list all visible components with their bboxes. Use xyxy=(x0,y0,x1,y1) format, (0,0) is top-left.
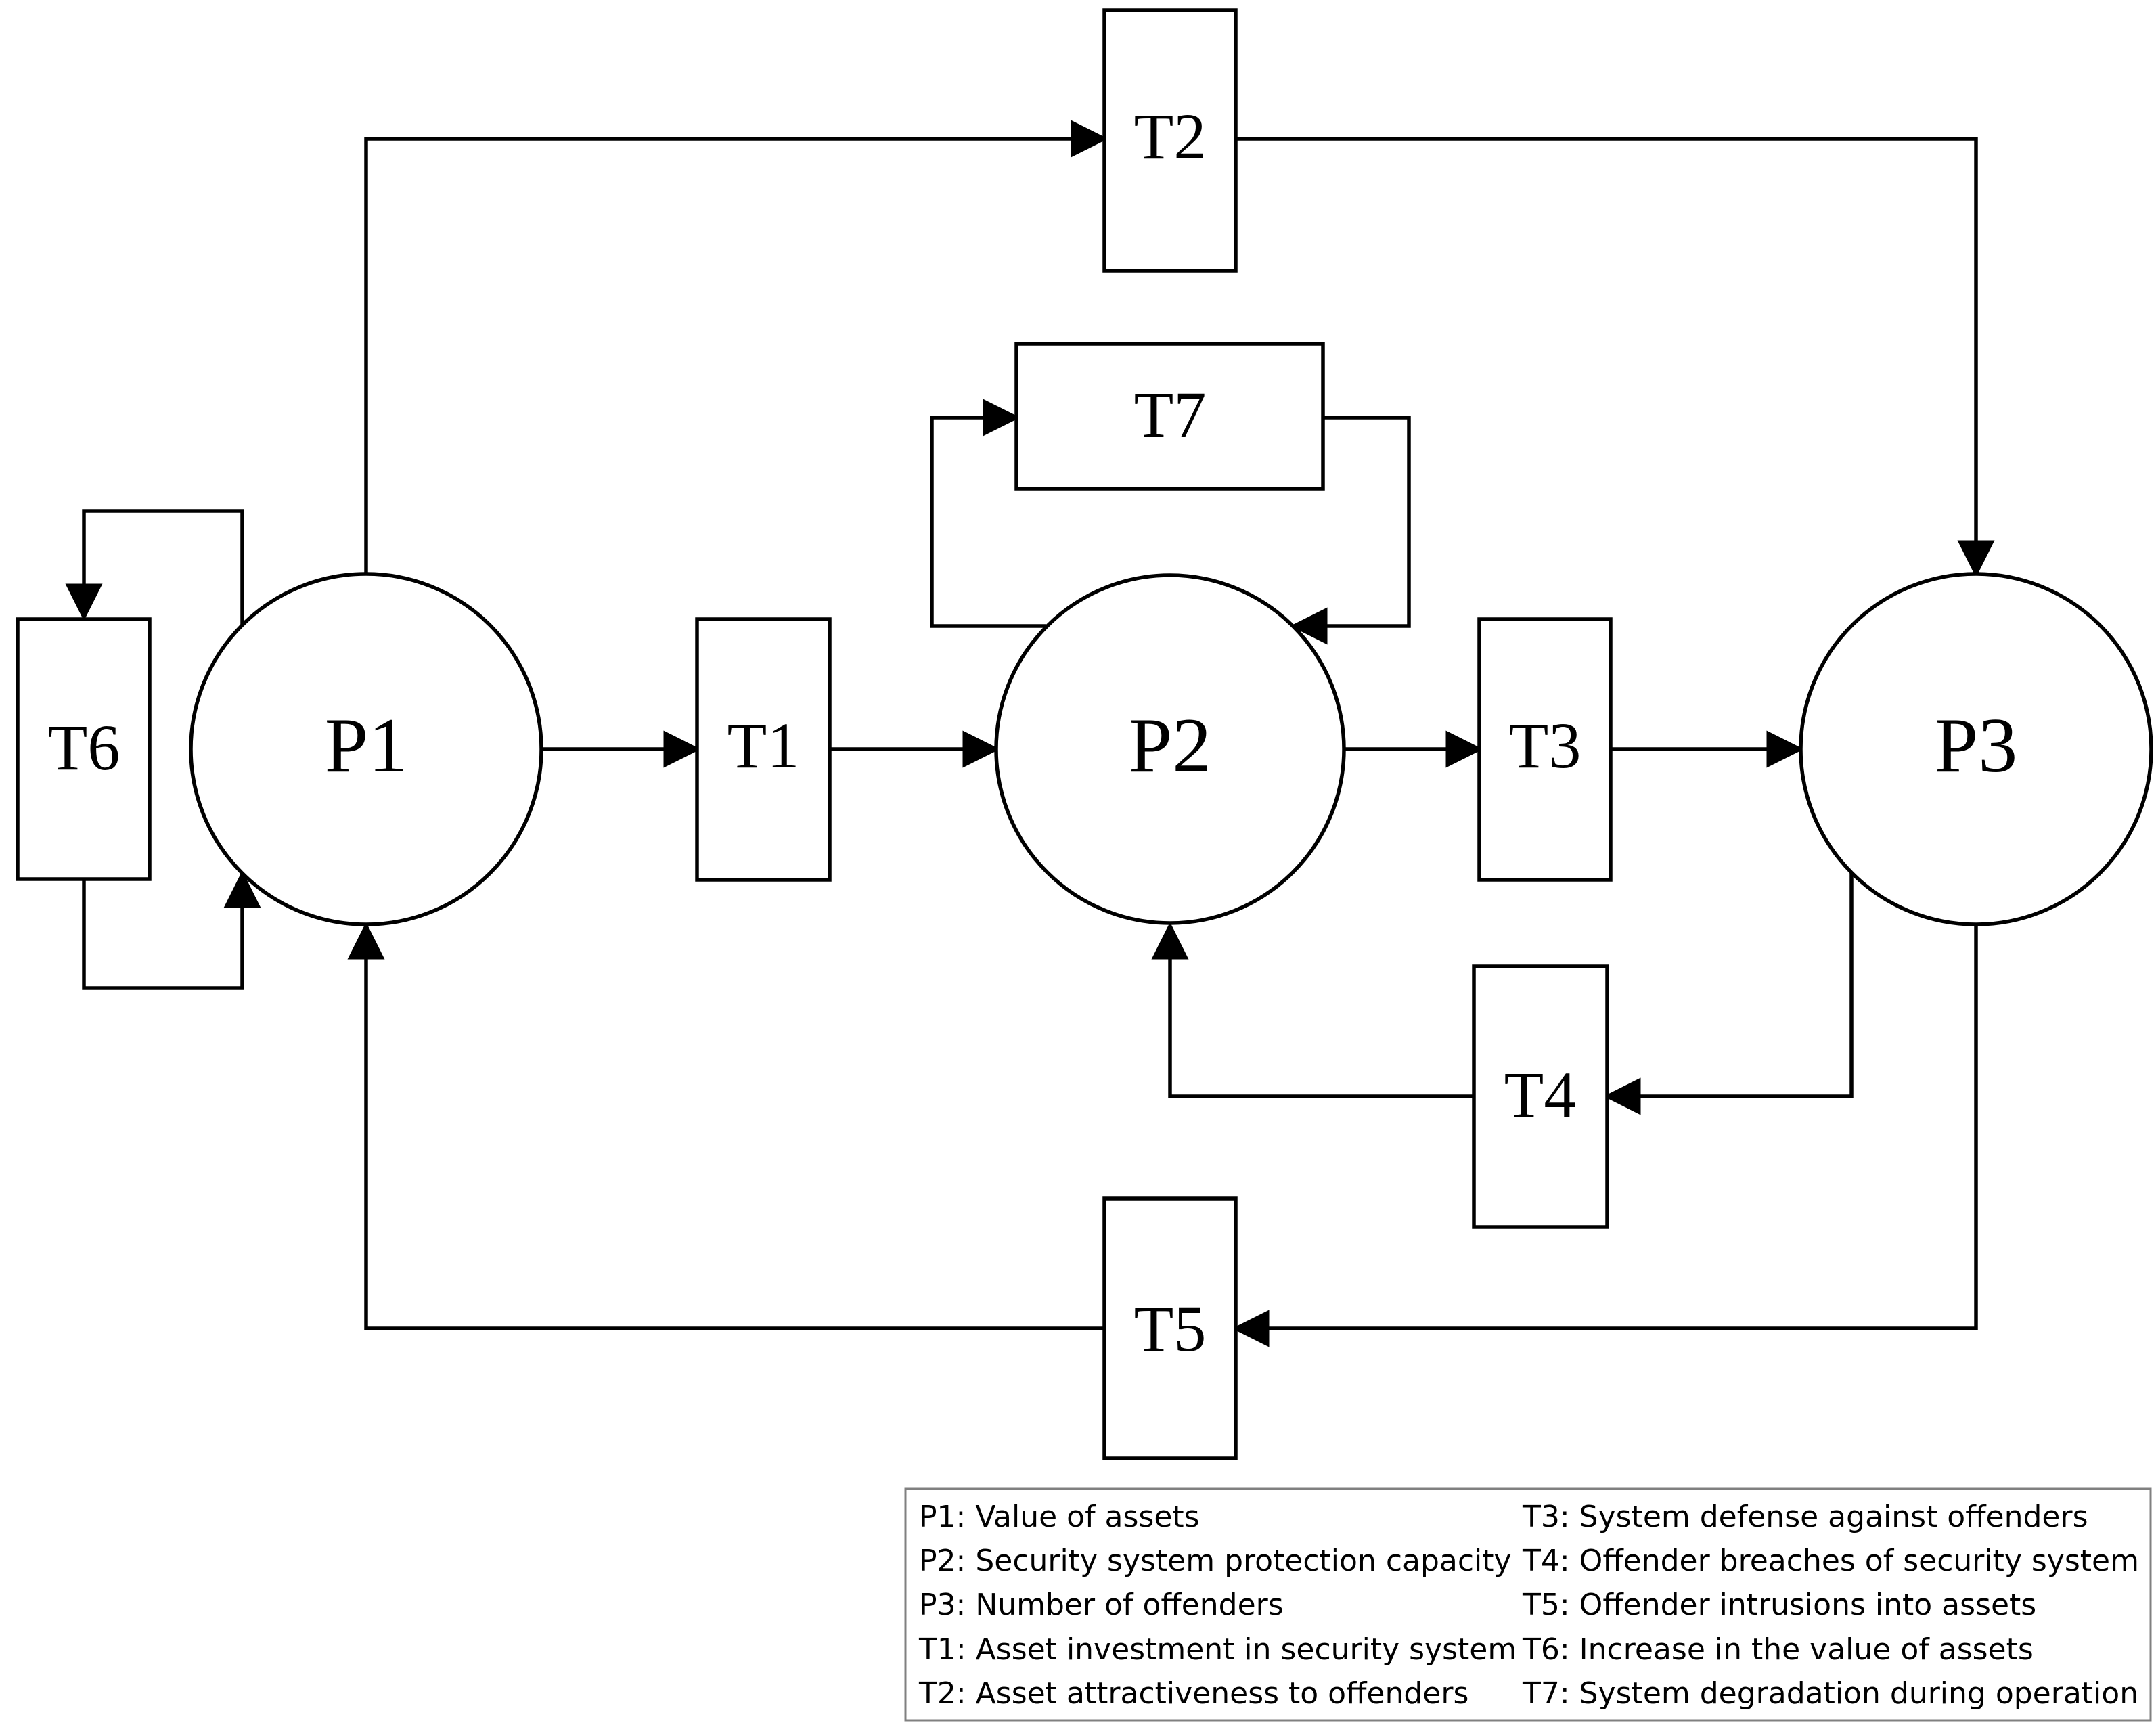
legend-item: P3: Number of offenders xyxy=(919,1588,1284,1622)
arc-t5-p1 xyxy=(347,922,1104,1330)
place-label-p2: P2 xyxy=(1129,702,1212,789)
transition-label-t1: T1 xyxy=(727,709,800,782)
place-label-p1: P1 xyxy=(325,702,408,789)
place-label-p3: P3 xyxy=(1935,702,2018,789)
legend-item: T3: System defense against offenders xyxy=(1522,1500,2088,1534)
transition-label-t3: T3 xyxy=(1509,709,1581,782)
transition-label-t5: T5 xyxy=(1134,1293,1207,1365)
arc-p1-t6 xyxy=(65,509,244,625)
legend-box xyxy=(904,1487,2152,1722)
arc-t2-p3 xyxy=(1236,137,1995,578)
place-p2 xyxy=(994,573,1346,925)
arc-p3-t4 xyxy=(1603,873,1854,1115)
transition-t5 xyxy=(1102,1196,1238,1460)
transition-t2 xyxy=(1102,8,1238,273)
arc-t6-p1 xyxy=(82,870,261,990)
transition-labels: T1 T2 T3 T4 T5 T6 T7 xyxy=(48,100,1581,1365)
legend-item: T2: Asset attractiveness to offenders xyxy=(918,1676,1468,1711)
transition-t4 xyxy=(1472,964,1609,1229)
legend-item: T6: Increase in the value of assets xyxy=(1522,1632,2034,1667)
transition-t6 xyxy=(16,617,152,881)
transitions xyxy=(16,8,1613,1460)
legend-right-column: T3: System defense against offenders T4:… xyxy=(1522,1500,2139,1711)
transition-label-t6: T6 xyxy=(48,711,120,784)
places xyxy=(189,572,2153,926)
transition-t3 xyxy=(1477,617,1613,882)
legend-item: P1: Value of assets xyxy=(919,1500,1200,1534)
transition-label-t7: T7 xyxy=(1134,378,1207,451)
arc-p3-t5 xyxy=(1232,924,1978,1347)
legend-left-column: P1: Value of assets P2: Security system … xyxy=(918,1500,1517,1711)
transition-label-t2: T2 xyxy=(1134,100,1207,173)
legend-item: T1: Asset investment in security system xyxy=(918,1632,1517,1667)
place-labels: P1 P2 P3 xyxy=(325,702,2018,789)
transition-label-t4: T4 xyxy=(1504,1058,1577,1131)
legend-item: T7: System degradation during operation xyxy=(1522,1676,2138,1711)
place-p1 xyxy=(189,572,543,926)
arcs xyxy=(65,120,1995,1347)
arc-p1-t2 xyxy=(364,120,1108,574)
legend-item: T5: Offender intrusions into assets xyxy=(1522,1588,2036,1622)
arc-t7-p2 xyxy=(1290,416,1411,645)
place-p3 xyxy=(1799,572,2153,926)
arc-p2-t7 xyxy=(930,399,1046,628)
legend-item: P2: Security system protection capacity xyxy=(919,1544,1512,1578)
transition-t7 xyxy=(1014,342,1325,491)
legend: P1: Value of assets P2: Security system … xyxy=(904,1487,2152,1722)
legend-item: T4: Offender breaches of security system xyxy=(1522,1544,2139,1578)
arc-t4-p2 xyxy=(1151,922,1474,1098)
transition-t1 xyxy=(695,617,832,882)
